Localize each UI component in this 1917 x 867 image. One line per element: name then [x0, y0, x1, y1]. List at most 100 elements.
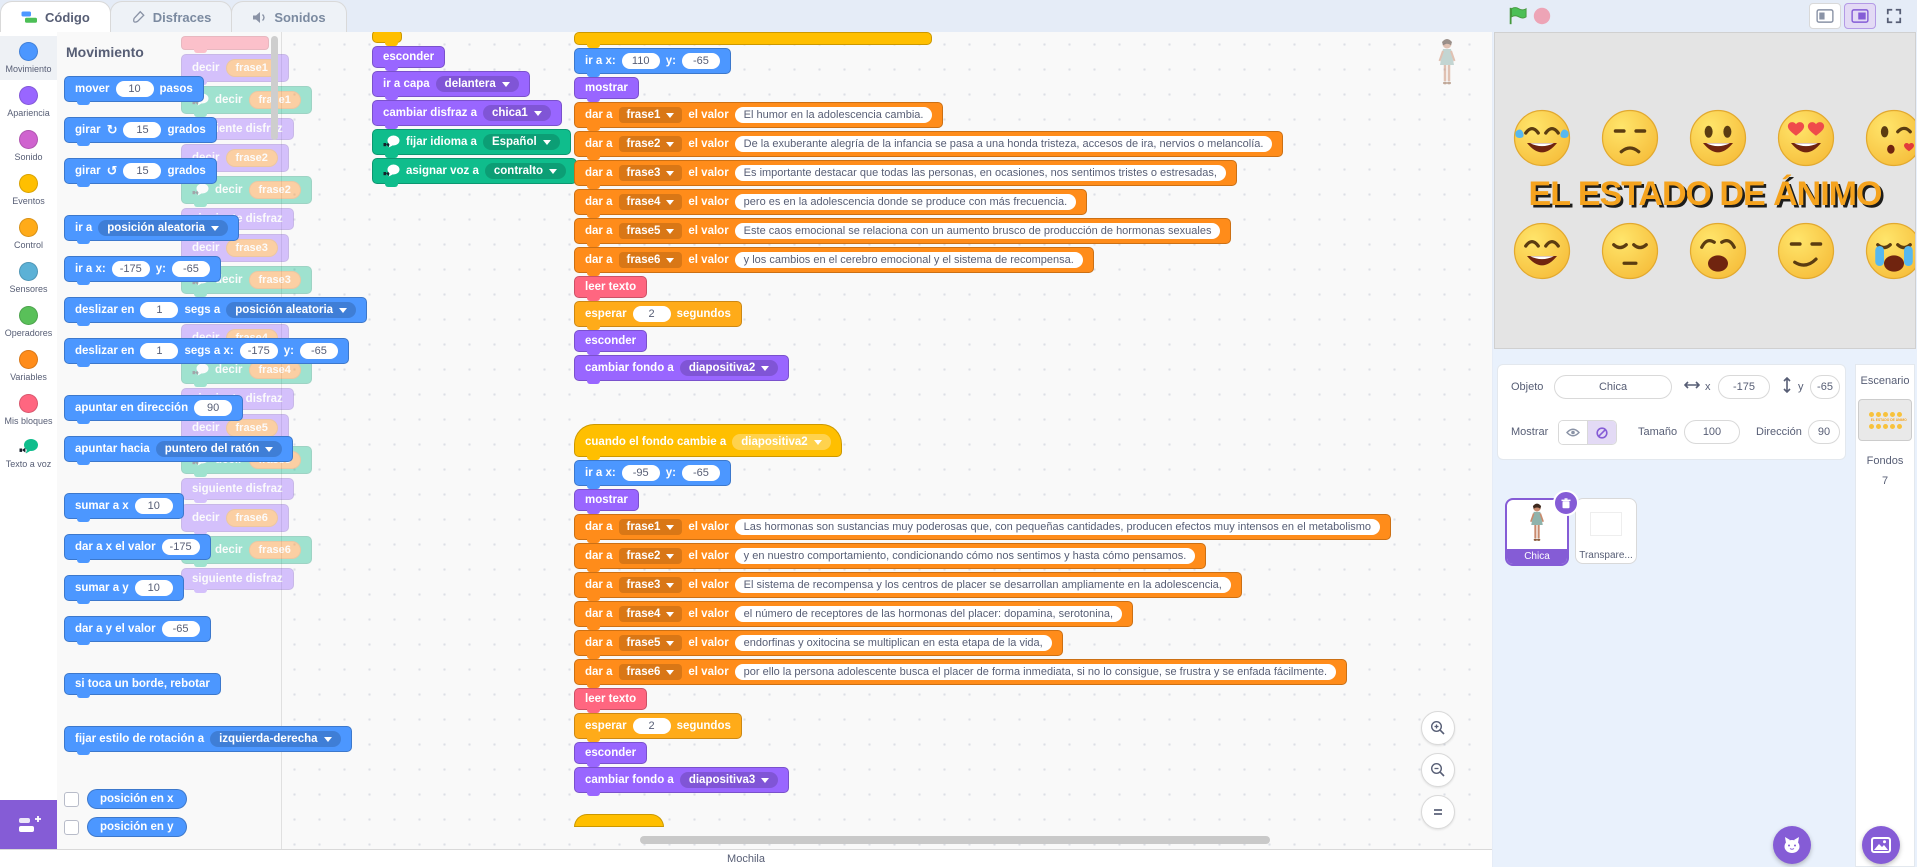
- sidebar-item-eventos[interactable]: Eventos: [0, 168, 57, 212]
- variable-reporter[interactable]: frase6: [248, 541, 301, 559]
- leer-texto-block[interactable]: leer texto: [574, 688, 648, 713]
- dropdown[interactable]: frase5: [618, 223, 683, 239]
- dropdown[interactable]: contralto: [484, 163, 567, 179]
- hide-sprite-button[interactable]: [1587, 421, 1616, 444]
- dar-x-block[interactable]: dar a x el valor-175: [64, 534, 211, 563]
- add-extension-button[interactable]: [0, 800, 57, 850]
- dropdown[interactable]: diapositiva2: [679, 360, 779, 376]
- mostrar-block[interactable]: mostrar: [574, 489, 639, 514]
- add-backdrop-button[interactable]: [1862, 826, 1900, 864]
- horizontal-scrollbar[interactable]: [640, 836, 1270, 844]
- sidebar-item-texto-a-voz[interactable]: Texto a voz: [0, 432, 57, 475]
- dropdown[interactable]: frase6: [618, 664, 683, 680]
- text-input[interactable]: Las hormonas son sustancias muy poderosa…: [734, 519, 1381, 535]
- variable-reporter[interactable]: frase3: [225, 239, 278, 257]
- sidebar-item-control[interactable]: Control: [0, 212, 57, 256]
- x-input[interactable]: -175: [1718, 375, 1770, 399]
- zoom-out-button[interactable]: [1421, 753, 1455, 787]
- dropdown[interactable]: frase2: [618, 548, 683, 564]
- tab-disfraces[interactable]: Disfraces: [109, 1, 233, 32]
- tab-sonidos[interactable]: Sonidos: [231, 1, 347, 32]
- number-input[interactable]: 1: [140, 302, 179, 318]
- backdrop-thumbnail[interactable]: EL ESTADO DE ÁNIMO: [1858, 399, 1912, 441]
- dropdown[interactable]: delantera: [435, 76, 519, 92]
- dropdown[interactable]: Español: [482, 134, 560, 150]
- mostrar-block[interactable]: mostrar: [574, 77, 639, 102]
- green-flag-button[interactable]: [1507, 6, 1527, 26]
- number-input[interactable]: -65: [161, 621, 200, 637]
- esconder-block[interactable]: esconder: [574, 330, 648, 355]
- reporter-checkbox[interactable]: [64, 819, 79, 835]
- text-input[interactable]: pero es en la adolescencia donde se prod…: [734, 194, 1077, 210]
- dropdown[interactable]: puntero del ratón: [155, 441, 283, 457]
- ghost-leer-texto[interactable]: [181, 36, 269, 53]
- rebotar-block[interactable]: si toca un borde, rebotar: [64, 673, 221, 698]
- number-input[interactable]: 15: [123, 163, 162, 179]
- text-input[interactable]: por ello la persona adolescente busca el…: [734, 664, 1337, 680]
- number-input[interactable]: -95: [621, 465, 660, 481]
- variable-reporter[interactable]: frase2: [248, 181, 301, 199]
- sidebar-item-sonido[interactable]: Sonido: [0, 124, 57, 168]
- text-input[interactable]: El humor en la adolescencia cambia.: [734, 107, 933, 123]
- sidebar-item-movimiento[interactable]: Movimiento: [0, 36, 57, 80]
- escenario-panel[interactable]: Escenario EL ESTADO DE ÁNIMO Fondos 7: [1855, 364, 1915, 867]
- dropdown[interactable]: diapositiva3: [679, 772, 779, 788]
- variable-reporter[interactable]: frase2: [225, 149, 278, 167]
- number-input[interactable]: -65: [299, 343, 338, 359]
- zoom-reset-button[interactable]: [1421, 795, 1455, 829]
- show-sprite-button[interactable]: [1559, 421, 1587, 444]
- hat-fragment[interactable]: [372, 32, 402, 46]
- dropdown[interactable]: diapositiva2: [732, 434, 831, 450]
- number-input[interactable]: 90: [194, 400, 233, 416]
- reporter-checkbox[interactable]: [64, 791, 79, 807]
- number-input[interactable]: 10: [134, 498, 173, 514]
- posicion-y-reporter[interactable]: posición en y: [87, 817, 187, 837]
- backpack-bar[interactable]: Mochila: [0, 849, 1492, 867]
- number-input[interactable]: -65: [171, 261, 210, 277]
- number-input[interactable]: -65: [681, 465, 720, 481]
- dropdown[interactable]: posición aleatoria: [226, 302, 357, 318]
- text-input[interactable]: Este caos emocional se relaciona con un …: [734, 223, 1221, 239]
- dropdown[interactable]: frase2: [618, 136, 683, 152]
- variable-reporter[interactable]: frase6: [225, 509, 278, 527]
- sprite-card-transpare-[interactable]: Transpare...: [1575, 498, 1637, 564]
- dar-y-block[interactable]: dar a y el valor-65: [64, 616, 211, 645]
- sprite-card-chica[interactable]: Chica: [1505, 498, 1569, 566]
- y-input[interactable]: -65: [1810, 375, 1840, 399]
- tamano-input[interactable]: 100: [1684, 420, 1740, 444]
- number-input[interactable]: -175: [239, 343, 278, 359]
- text-input[interactable]: y los cambios en el cerebro emocional y …: [734, 252, 1083, 268]
- dropdown[interactable]: frase4: [618, 194, 683, 210]
- hat-block-cut[interactable]: [574, 32, 932, 48]
- dropdown[interactable]: chica1: [482, 105, 551, 121]
- text-input[interactable]: Es importante destacar que todas las per…: [734, 165, 1226, 181]
- esconder-block[interactable]: esconder: [372, 46, 446, 71]
- dropdown[interactable]: frase5: [618, 635, 683, 651]
- number-input[interactable]: -175: [111, 261, 150, 277]
